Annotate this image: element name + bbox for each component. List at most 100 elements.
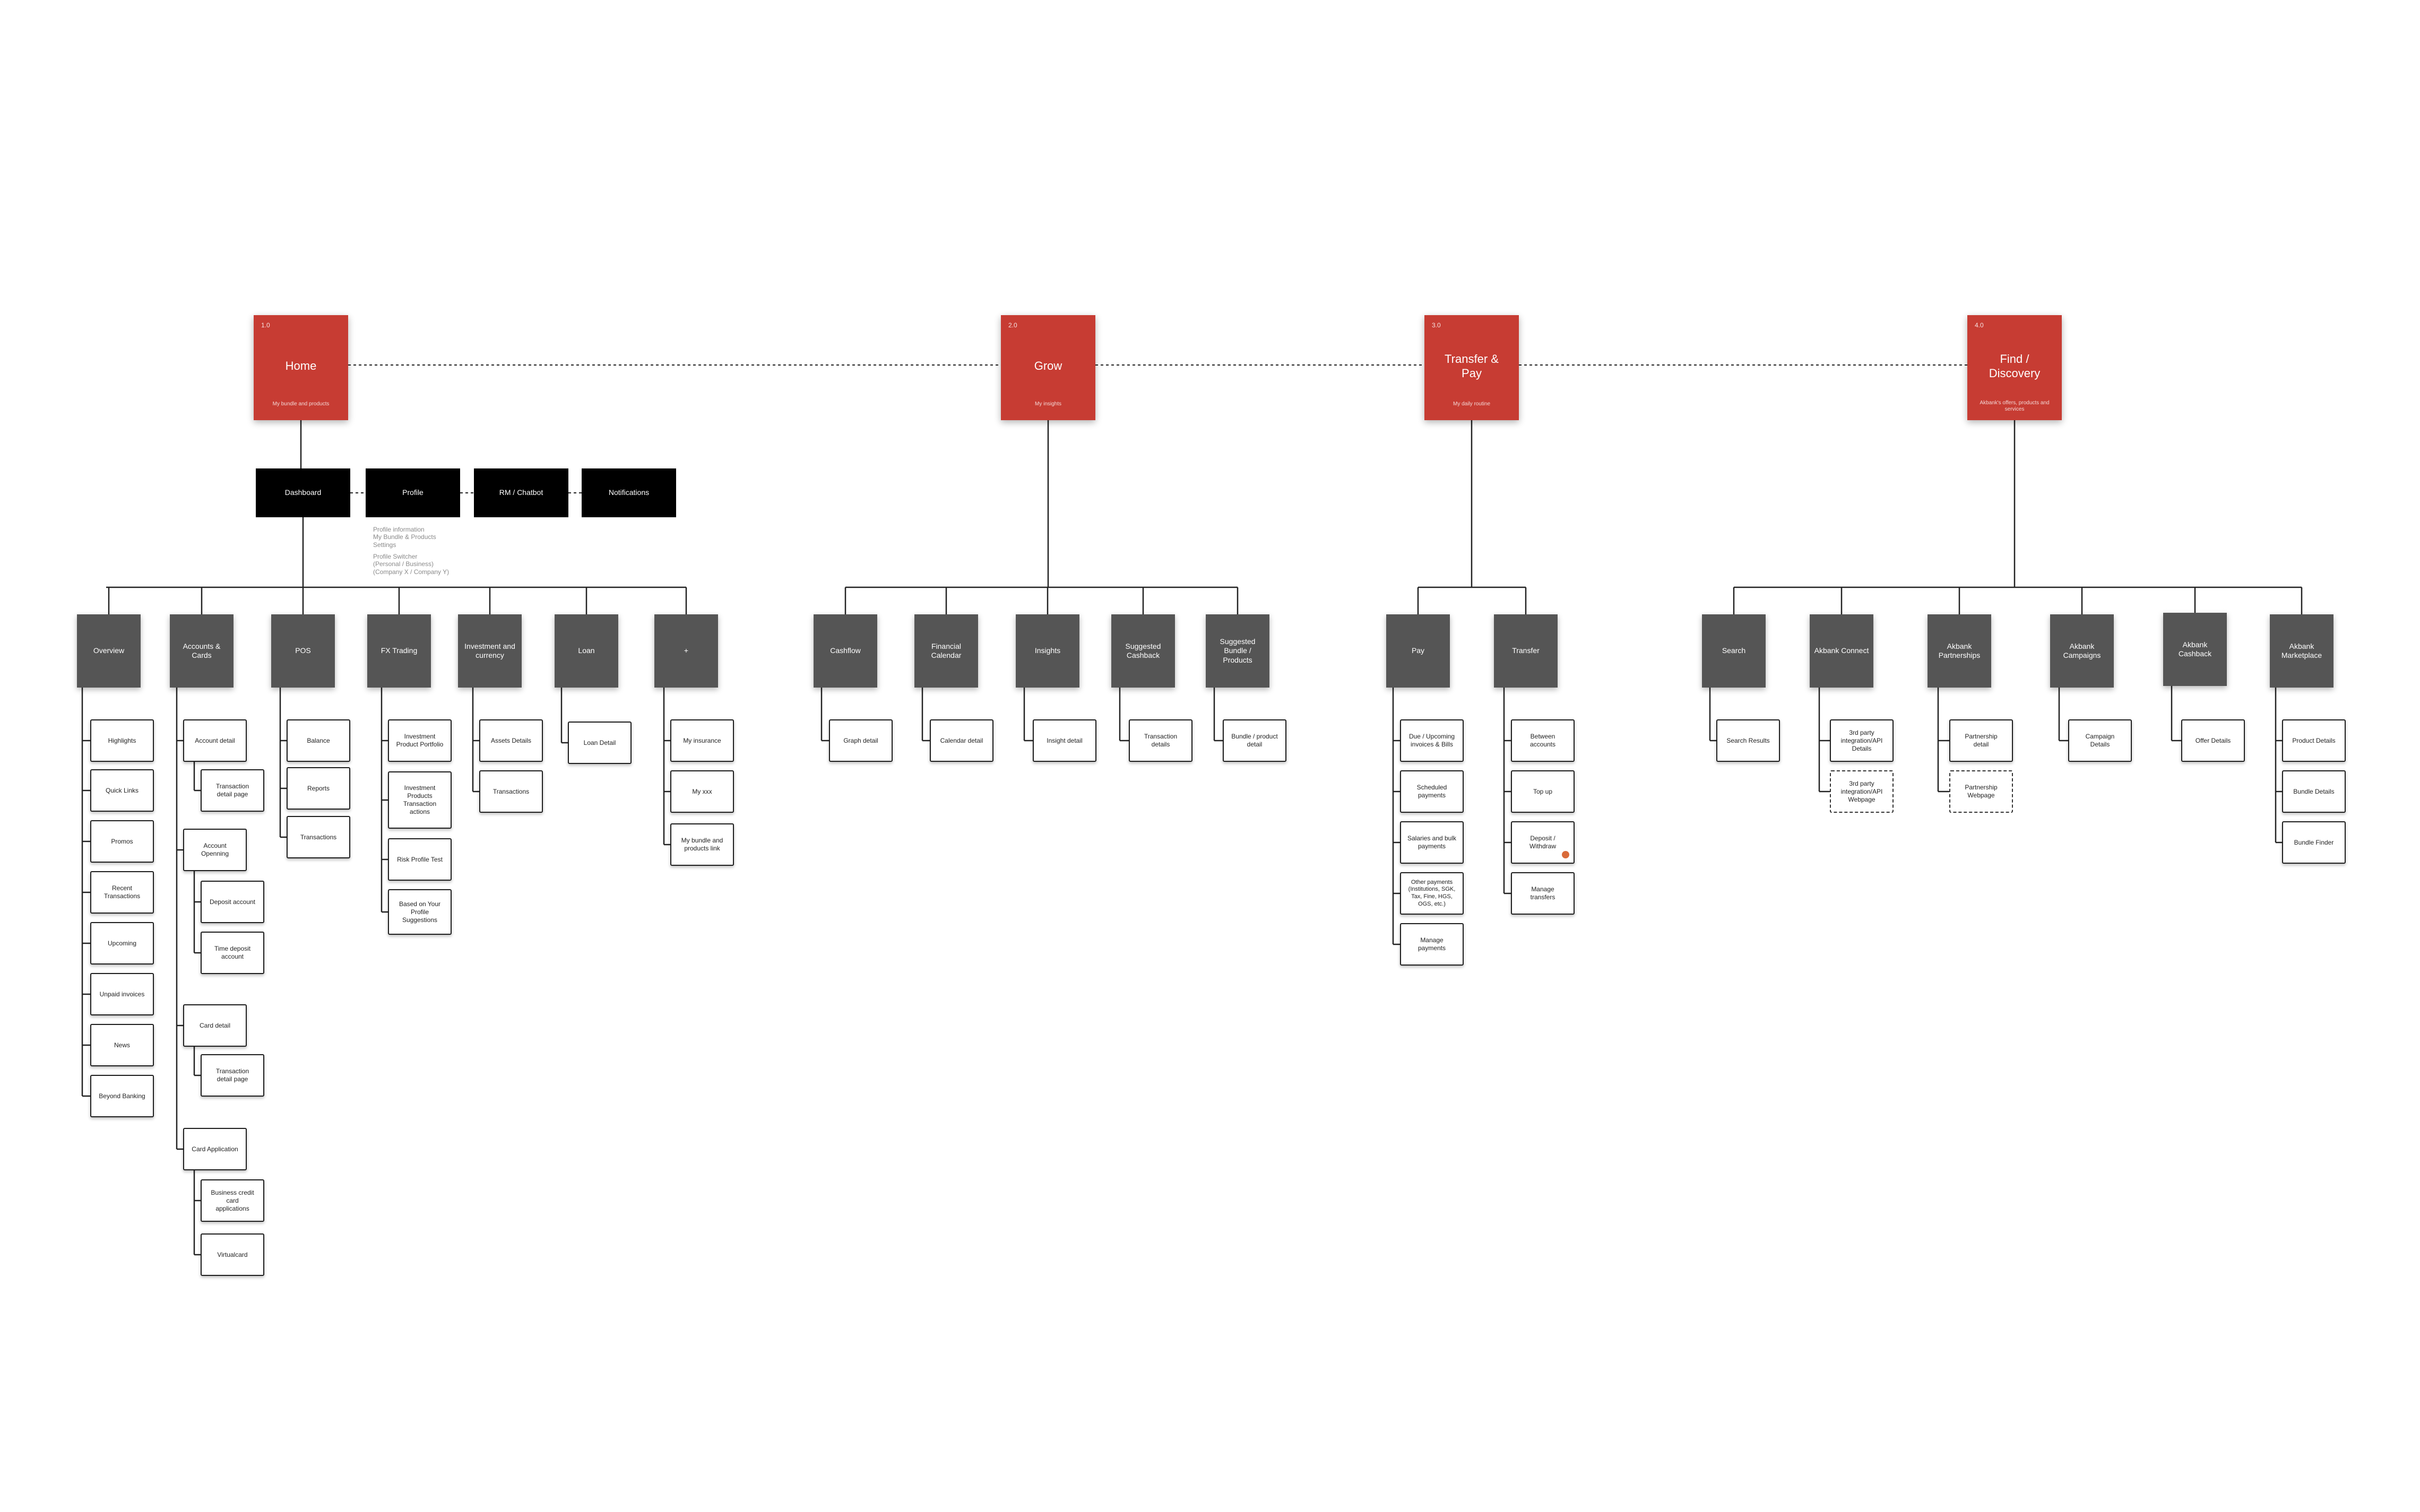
category-suggested-bundle[interactable]: Suggested Bundle / Products xyxy=(1206,614,1269,688)
leaf-risk-profile-test[interactable]: Risk Profile Test xyxy=(388,838,452,881)
leaf-other-payments[interactable]: Other payments (Institutions, SGK, Tax, … xyxy=(1400,872,1464,915)
leaf-manage-payments[interactable]: Manage payments xyxy=(1400,923,1464,966)
leaf-salaries-bulk-payments[interactable]: Salaries and bulk payments xyxy=(1400,821,1464,864)
leaf-recent-transactions[interactable]: Recent Transactions xyxy=(90,871,154,914)
leaf-my-bundle-link[interactable]: My bundle and products link xyxy=(670,823,734,866)
section-title: Transfer & Pay xyxy=(1445,352,1499,380)
section-subtitle: My bundle and products xyxy=(272,401,330,407)
leaf-upcoming[interactable]: Upcoming xyxy=(90,922,154,964)
leaf-beyond-banking[interactable]: Beyond Banking xyxy=(90,1075,154,1117)
section-title: Find / Discovery xyxy=(1989,352,2041,380)
leaf-virtualcard[interactable]: Virtualcard xyxy=(201,1233,264,1276)
leaf-unpaid-invoices[interactable]: Unpaid invoices xyxy=(90,973,154,1015)
section-subtitle: Akbank's offers, products and services xyxy=(1980,400,2050,412)
category-transfer[interactable]: Transfer xyxy=(1494,614,1558,688)
topbar-rm-chatbot[interactable]: RM / Chatbot xyxy=(474,468,568,517)
topbar-profile[interactable]: Profile xyxy=(366,468,460,517)
leaf-api-details[interactable]: 3rd party integration/API Details xyxy=(1830,719,1894,762)
leaf-card-detail[interactable]: Card detail xyxy=(183,1004,247,1047)
leaf-assets-details[interactable]: Assets Details xyxy=(479,719,543,762)
leaf-transaction-details[interactable]: Transaction details xyxy=(1129,719,1192,762)
section-number: 3.0 xyxy=(1432,321,1441,329)
leaf-pos-transactions[interactable]: Transactions xyxy=(287,816,350,858)
category-akbank-cashback[interactable]: Akbank Cashback xyxy=(2163,613,2227,686)
category-pay[interactable]: Pay xyxy=(1386,614,1450,688)
leaf-highlights[interactable]: Highlights xyxy=(90,719,154,762)
category-suggested-cashback[interactable]: Suggested Cashback xyxy=(1111,614,1175,688)
category-loan[interactable]: Loan xyxy=(555,614,618,688)
leaf-partnership-webpage[interactable]: Partnership Webpage xyxy=(1949,770,2013,813)
section-transfer-pay[interactable]: 3.0 Transfer & Pay My daily routine xyxy=(1424,315,1519,420)
leaf-insight-detail[interactable]: Insight detail xyxy=(1033,719,1096,762)
category-pos[interactable]: POS xyxy=(271,614,335,688)
leaf-partnership-detail[interactable]: Partnership detail xyxy=(1949,719,2013,762)
leaf-card-application[interactable]: Card Application xyxy=(183,1128,247,1170)
leaf-business-credit-card[interactable]: Business credit card applications xyxy=(201,1179,264,1222)
category-investment-currency[interactable]: Investment and currency xyxy=(458,614,522,688)
leaf-bundle-details[interactable]: Bundle Details xyxy=(2282,770,2346,813)
topbar-notifications[interactable]: Notifications xyxy=(582,468,676,517)
category-cashflow[interactable]: Cashflow xyxy=(814,614,877,688)
leaf-card-transaction-detail[interactable]: Transaction detail page xyxy=(201,1054,264,1097)
leaf-api-webpage[interactable]: 3rd party integration/API Webpage xyxy=(1830,770,1894,813)
category-financial-calendar[interactable]: Financial Calendar xyxy=(914,614,978,688)
section-number: 1.0 xyxy=(261,321,270,329)
leaf-offer-details[interactable]: Offer Details xyxy=(2181,719,2245,762)
section-grow[interactable]: 2.0 Grow My insights xyxy=(1001,315,1095,420)
section-subtitle: My insights xyxy=(1034,401,1061,407)
profile-note-info: Profile information My Bundle & Products… xyxy=(373,526,436,549)
leaf-search-results[interactable]: Search Results xyxy=(1716,719,1780,762)
category-akbank-connect[interactable]: Akbank Connect xyxy=(1810,614,1873,688)
leaf-deposit-account[interactable]: Deposit account xyxy=(201,881,264,923)
category-overview[interactable]: Overview xyxy=(77,614,141,688)
category-fx-trading[interactable]: FX Trading xyxy=(367,614,431,688)
leaf-campaign-details[interactable]: Campaign Details xyxy=(2068,719,2132,762)
leaf-balance[interactable]: Balance xyxy=(287,719,350,762)
leaf-top-up[interactable]: Top up xyxy=(1511,770,1575,813)
leaf-my-xxx[interactable]: My xxx xyxy=(670,770,734,813)
category-akbank-marketplace[interactable]: Akbank Marketplace xyxy=(2270,614,2333,688)
leaf-deposit-withdraw[interactable]: Deposit / Withdraw xyxy=(1511,821,1575,864)
leaf-quick-links[interactable]: Quick Links xyxy=(90,769,154,812)
category-akbank-campaigns[interactable]: Akbank Campaigns xyxy=(2050,614,2114,688)
section-title: Home xyxy=(285,359,317,373)
leaf-my-insurance[interactable]: My insurance xyxy=(670,719,734,762)
leaf-investment-transaction-actions[interactable]: Investment Products Transaction actions xyxy=(388,771,452,829)
leaf-account-transaction-detail[interactable]: Transaction detail page xyxy=(201,769,264,812)
profile-note-switcher: Profile Switcher (Personal / Business) (… xyxy=(373,553,450,576)
leaf-between-accounts[interactable]: Between accounts xyxy=(1511,719,1575,762)
leaf-reports[interactable]: Reports xyxy=(287,767,350,810)
category-insights[interactable]: Insights xyxy=(1016,614,1079,688)
category-plus[interactable]: + xyxy=(654,614,718,688)
leaf-investment-transactions[interactable]: Transactions xyxy=(479,770,543,813)
leaf-news[interactable]: News xyxy=(90,1024,154,1066)
leaf-profile-suggestions[interactable]: Based on Your Profile Suggestions xyxy=(388,889,452,935)
leaf-account-openning[interactable]: Account Openning xyxy=(183,829,247,871)
leaf-promos[interactable]: Promos xyxy=(90,820,154,863)
section-number: 4.0 xyxy=(1975,321,1984,329)
leaf-bundle-product-detail[interactable]: Bundle / product detail xyxy=(1223,719,1286,762)
topbar-dashboard[interactable]: Dashboard xyxy=(256,468,350,517)
leaf-loan-detail[interactable]: Loan Detail xyxy=(568,722,632,764)
marker-dot-icon xyxy=(1562,851,1569,858)
leaf-graph-detail[interactable]: Graph detail xyxy=(829,719,893,762)
leaf-calendar-detail[interactable]: Calendar detail xyxy=(930,719,993,762)
category-akbank-partnerships[interactable]: Akbank Partnerships xyxy=(1928,614,1991,688)
leaf-bundle-finder[interactable]: Bundle Finder xyxy=(2282,821,2346,864)
section-find-discovery[interactable]: 4.0 Find / Discovery Akbank's offers, pr… xyxy=(1967,315,2062,420)
section-number: 2.0 xyxy=(1008,321,1017,329)
leaf-due-upcoming-invoices[interactable]: Due / Upcoming invoices & Bills xyxy=(1400,719,1464,762)
section-subtitle: My daily routine xyxy=(1453,401,1491,407)
section-home[interactable]: 1.0 Home My bundle and products xyxy=(254,315,348,420)
category-search[interactable]: Search xyxy=(1702,614,1766,688)
leaf-scheduled-payments[interactable]: Scheduled payments xyxy=(1400,770,1464,813)
section-title: Grow xyxy=(1034,359,1062,373)
leaf-manage-transfers[interactable]: Manage transfers xyxy=(1511,872,1575,915)
leaf-time-deposit-account[interactable]: Time deposit account xyxy=(201,932,264,974)
leaf-product-details[interactable]: Product Details xyxy=(2282,719,2346,762)
category-accounts-cards[interactable]: Accounts & Cards xyxy=(170,614,234,688)
leaf-investment-portfolio[interactable]: Investment Product Portfolio xyxy=(388,719,452,762)
leaf-account-detail[interactable]: Account detail xyxy=(183,719,247,762)
